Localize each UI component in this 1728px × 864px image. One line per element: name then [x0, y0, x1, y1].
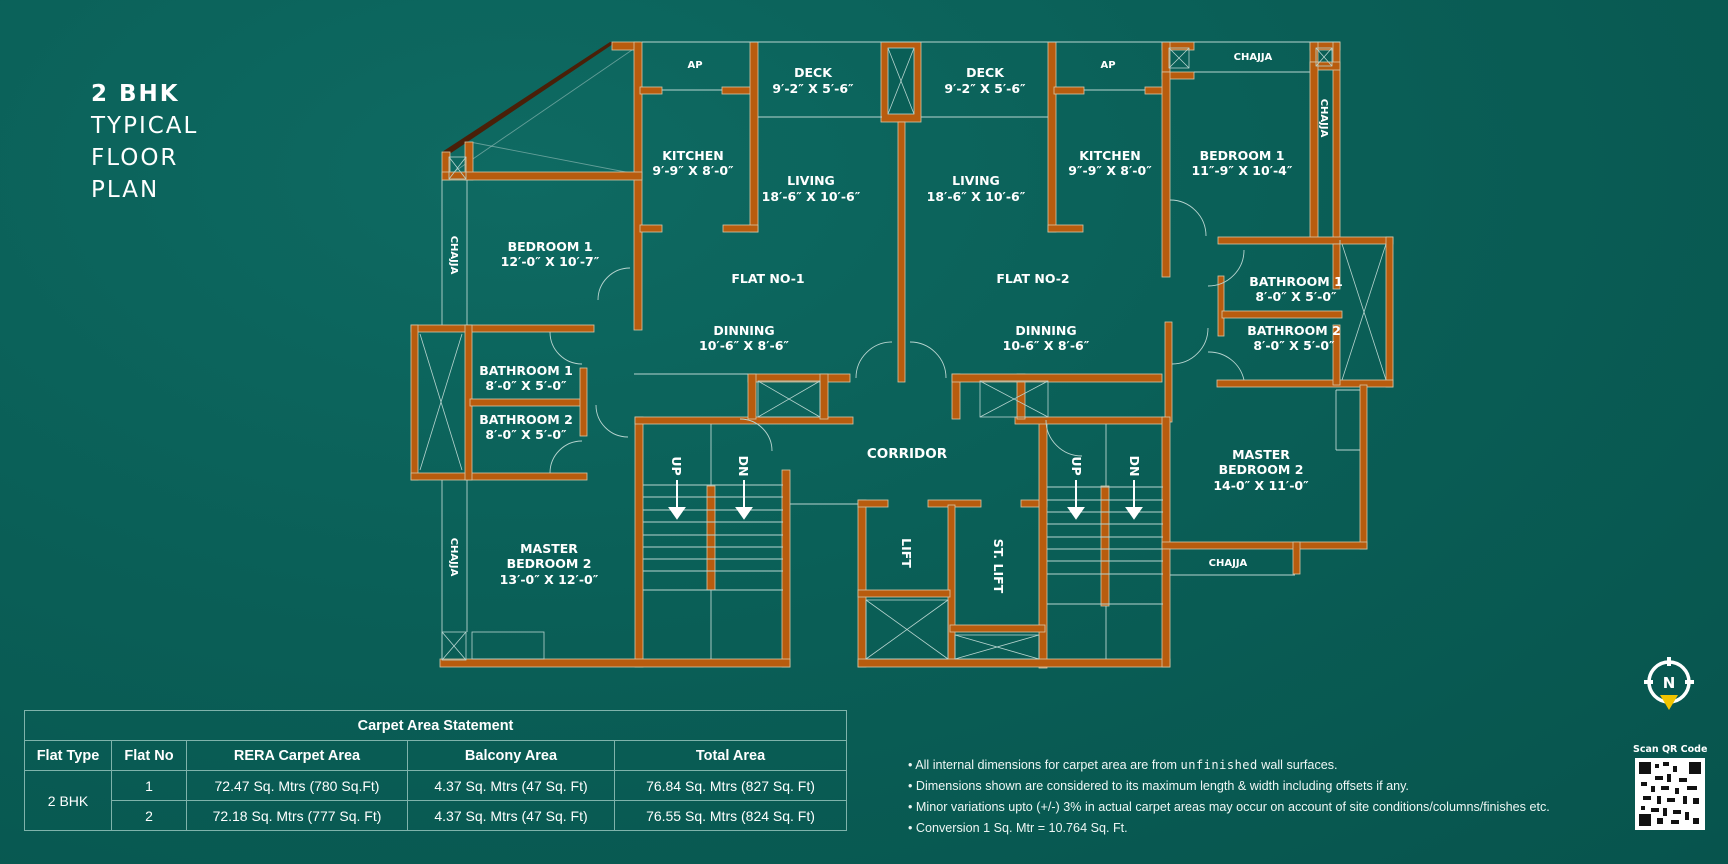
title-line-floor: FLOOR — [91, 145, 179, 171]
flat1-deck-dim: 9′-2″ X 5′-6″ — [772, 81, 854, 96]
lift-label: LIFT — [899, 538, 914, 568]
table-row: 2 72.18 Sq. Mtrs (777 Sq. Ft) 4.37 Sq. M… — [25, 800, 847, 831]
floor-plan: AP DECK 9′-2″ X 5′-6″ KITCHEN 9′-9″ X 8′… — [410, 41, 1394, 669]
flat2-deck-dim: 9′-2″ X 5′-6″ — [944, 81, 1026, 96]
flat2-chajja-top: CHAJJA — [1234, 52, 1273, 63]
flat2-living-label: LIVING — [952, 173, 1000, 188]
cell-flat-type: 2 BHK — [24, 770, 112, 831]
table-header-row: Flat Type Flat No RERA Carpet Area Balco… — [24, 740, 847, 771]
qr-label: Scan QR Code — [1633, 744, 1708, 755]
flat2-master-label1: MASTER — [1232, 447, 1290, 462]
flat1-ap-label: AP — [687, 60, 702, 71]
cell-balcony: 4.37 Sq. Mtrs (47 Sq. Ft) — [407, 800, 615, 831]
flat1-master-dim: 13′-0″ X 12′-0″ — [500, 572, 599, 587]
flat2-dinning-dim: 10-6″ X 8′-6″ — [1003, 338, 1090, 353]
header-flat-type: Flat Type — [24, 740, 112, 771]
flat2-master-dim: 14-0″ X 11′-0″ — [1213, 478, 1309, 493]
cell-flat-no: 2 — [111, 800, 187, 831]
flat2-chajja-bottom: CHAJJA — [1209, 558, 1248, 569]
stair-treads-right — [1047, 424, 1163, 659]
flat2-deck-label: DECK — [966, 65, 1005, 80]
compass-letter: N — [1663, 674, 1676, 692]
flat2-living-dim: 18′-6″ X 10′-6″ — [927, 189, 1026, 204]
title-line-bhk: 2 BHK — [91, 81, 180, 107]
flat1-master-label1: MASTER — [520, 541, 578, 556]
flat2-bath2-dim: 8′-0″ X 5′-0″ — [1253, 338, 1335, 353]
flat2-dinning-label: DINNING — [1015, 323, 1076, 338]
walls — [410, 41, 1394, 669]
flat2-bath2-label: BATHROOM 2 — [1247, 323, 1341, 338]
arrow-down-icon — [668, 507, 686, 520]
note-1-text-end: wall surfaces. — [1257, 758, 1338, 772]
flat1-bedroom1-dim: 12′-0″ X 10′-7″ — [501, 254, 600, 269]
stair-arrows — [668, 480, 1143, 520]
cell-total: 76.55 Sq. Mtrs (824 Sq. Ft) — [614, 800, 847, 831]
table-title: Carpet Area Statement — [24, 710, 847, 741]
stair-left-up-label: UP — [669, 456, 684, 475]
title-line-plan: PLAN — [91, 177, 160, 203]
header-flat-no: Flat No — [111, 740, 187, 771]
flat1-bath1-label: BATHROOM 1 — [479, 363, 573, 378]
flat2-ap-label: AP — [1100, 60, 1115, 71]
flat2-bath1-label: BATHROOM 1 — [1249, 274, 1343, 289]
flat1-kitchen-dim: 9′-9″ X 8′-0″ — [652, 163, 734, 178]
flat1-bedroom1-label: BEDROOM 1 — [508, 239, 593, 254]
notes-list: • All internal dimensions for carpet are… — [908, 755, 1550, 839]
flat2-chajja-side: CHAJJA — [1318, 99, 1329, 138]
note-1-text: • All internal dimensions for carpet are… — [908, 758, 1181, 772]
note-1: • All internal dimensions for carpet are… — [908, 755, 1550, 776]
flat1-dinning-dim: 10′-6″ X 8′-6″ — [699, 338, 789, 353]
flat1-deck-label: DECK — [794, 65, 833, 80]
arrow-down-icon — [1125, 507, 1143, 520]
flat2-master-label2: BEDROOM 2 — [1219, 462, 1304, 477]
corridor-label: CORRIDOR — [867, 446, 948, 462]
arrow-down-icon — [1067, 507, 1085, 520]
flat2-label: FLAT NO-2 — [996, 271, 1069, 286]
flat2-bedroom1-dim: 11″-9″ X 10′-4″ — [1192, 163, 1293, 178]
table-row: 2 BHK 1 72.47 Sq. Mtrs (780 Sq.Ft) 4.37 … — [24, 770, 847, 831]
flat2-labels: AP DECK 9′-2″ X 5′-6″ CHAJJA CHAJJA KITC… — [927, 52, 1343, 569]
flat1-bath2-label: BATHROOM 2 — [479, 412, 573, 427]
note-3: • Minor variations upto (+/-) 3% in actu… — [908, 800, 1550, 814]
flat1-label: FLAT NO-1 — [731, 271, 804, 286]
flat2-bedroom1-label: BEDROOM 1 — [1200, 148, 1285, 163]
note-4: • Conversion 1 Sq. Mtr = 10.764 Sq. Ft. — [908, 821, 1128, 835]
arrow-down-icon — [735, 507, 753, 520]
flat2-kitchen-dim: 9″-9″ X 8′-0″ — [1068, 163, 1152, 178]
cell-rera: 72.18 Sq. Mtrs (777 Sq. Ft) — [186, 800, 408, 831]
flat2-kitchen-label: KITCHEN — [1079, 148, 1141, 163]
flat1-living-dim: 18′-6″ X 10′-6″ — [762, 189, 861, 204]
wall-diagonal — [442, 42, 616, 155]
st-lift-label: ST. LIFT — [991, 539, 1006, 594]
header-rera: RERA Carpet Area — [186, 740, 408, 771]
flat1-chajja-bottom: CHAJJA — [448, 538, 459, 577]
header-total: Total Area — [614, 740, 847, 771]
title-line-typical: TYPICAL — [91, 113, 199, 139]
cell-flat-no: 1 — [111, 770, 187, 801]
flat1-living-label: LIVING — [787, 173, 835, 188]
note-1-emphasis: unfinished — [1180, 758, 1258, 772]
header-balcony: Balcony Area — [407, 740, 615, 771]
cell-balcony: 4.37 Sq. Mtrs (47 Sq. Ft) — [407, 770, 615, 801]
stair-right-up-label: UP — [1069, 456, 1084, 475]
carpet-area-table: Carpet Area Statement Flat Type Flat No … — [24, 710, 847, 831]
flat1-bath1-dim: 8′-0″ X 5′-0″ — [485, 378, 567, 393]
cell-rera: 72.47 Sq. Mtrs (780 Sq.Ft) — [186, 770, 408, 801]
note-2: • Dimensions shown are considered to its… — [908, 779, 1409, 793]
qr-code-icon[interactable] — [1635, 758, 1705, 830]
stair-left-dn-label: DN — [736, 456, 751, 477]
flat1-chajja-top: CHAJJA — [448, 236, 459, 275]
flat1-dinning-label: DINNING — [713, 323, 774, 338]
stair-treads-left — [643, 424, 783, 659]
flat1-kitchen-label: KITCHEN — [662, 148, 724, 163]
plan-title: 2 BHK TYPICAL FLOOR PLAN — [91, 78, 198, 206]
flat1-bath2-dim: 8′-0″ X 5′-0″ — [485, 427, 567, 442]
flat1-master-label2: BEDROOM 2 — [507, 556, 592, 571]
north-compass-icon: N — [1644, 657, 1694, 710]
stair-right-dn-label: DN — [1127, 456, 1142, 477]
common-labels: CORRIDOR LIFT ST. LIFT UP DN UP DN — [668, 446, 1143, 594]
flat1-labels: AP DECK 9′-2″ X 5′-6″ KITCHEN 9′-9″ X 8′… — [448, 60, 861, 587]
flat2-bath1-dim: 8′-0″ X 5′-0″ — [1255, 289, 1337, 304]
cell-total: 76.84 Sq. Mtrs (827 Sq. Ft) — [614, 770, 847, 801]
